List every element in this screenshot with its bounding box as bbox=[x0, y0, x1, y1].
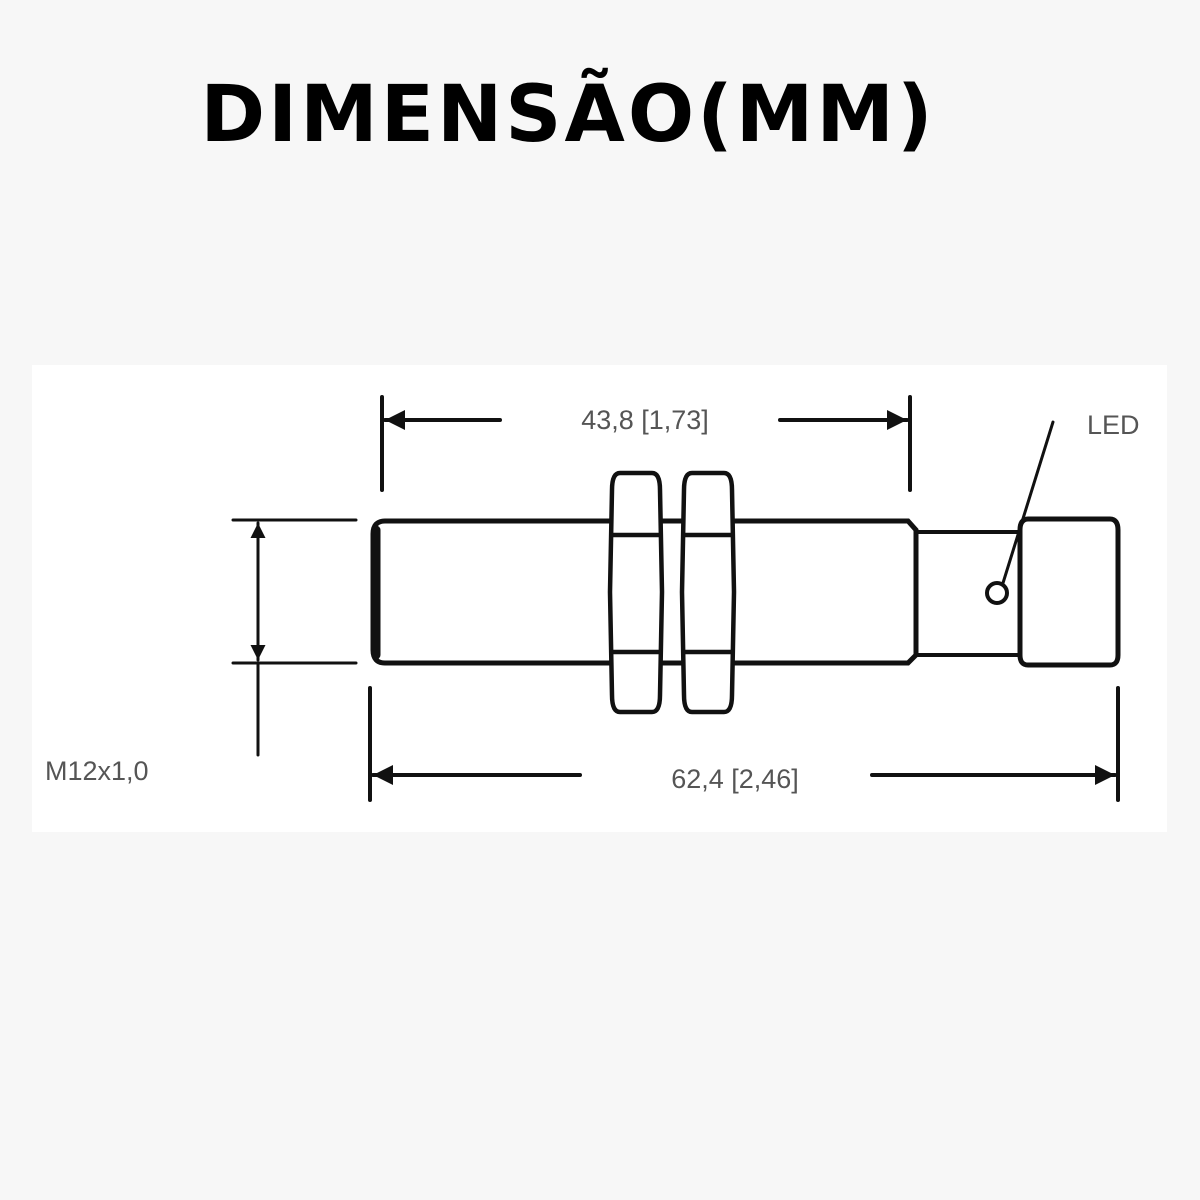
bottom-dimension-line bbox=[368, 686, 1120, 802]
sensor-neck bbox=[914, 530, 1022, 657]
led-indicator bbox=[985, 581, 1009, 605]
nut bbox=[607, 470, 665, 715]
thread-label: M12x1,0 bbox=[45, 756, 149, 786]
sensor-cap bbox=[1017, 516, 1121, 668]
led-leader-line bbox=[1001, 420, 1055, 585]
led-label: LED bbox=[1087, 410, 1140, 440]
top-dimension-line bbox=[380, 395, 912, 492]
drawing-panel bbox=[32, 365, 1167, 832]
bottom-dimension-label: 62,4 [2,46] bbox=[671, 764, 799, 794]
page-title: DIMENSÃO(MM) bbox=[200, 70, 936, 160]
diameter-dimension-line bbox=[231, 518, 358, 757]
top-dimension-label: 43,8 [1,73] bbox=[581, 405, 709, 435]
nut bbox=[679, 470, 737, 715]
